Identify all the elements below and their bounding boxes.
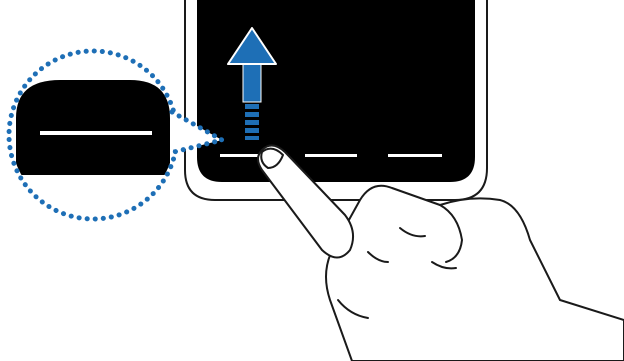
zoomed-screen — [16, 80, 170, 175]
gesture-hint-bar-center — [305, 154, 357, 157]
gesture-hint-bar-right — [388, 154, 442, 157]
zoomed-gesture-hint-bar — [40, 131, 152, 135]
